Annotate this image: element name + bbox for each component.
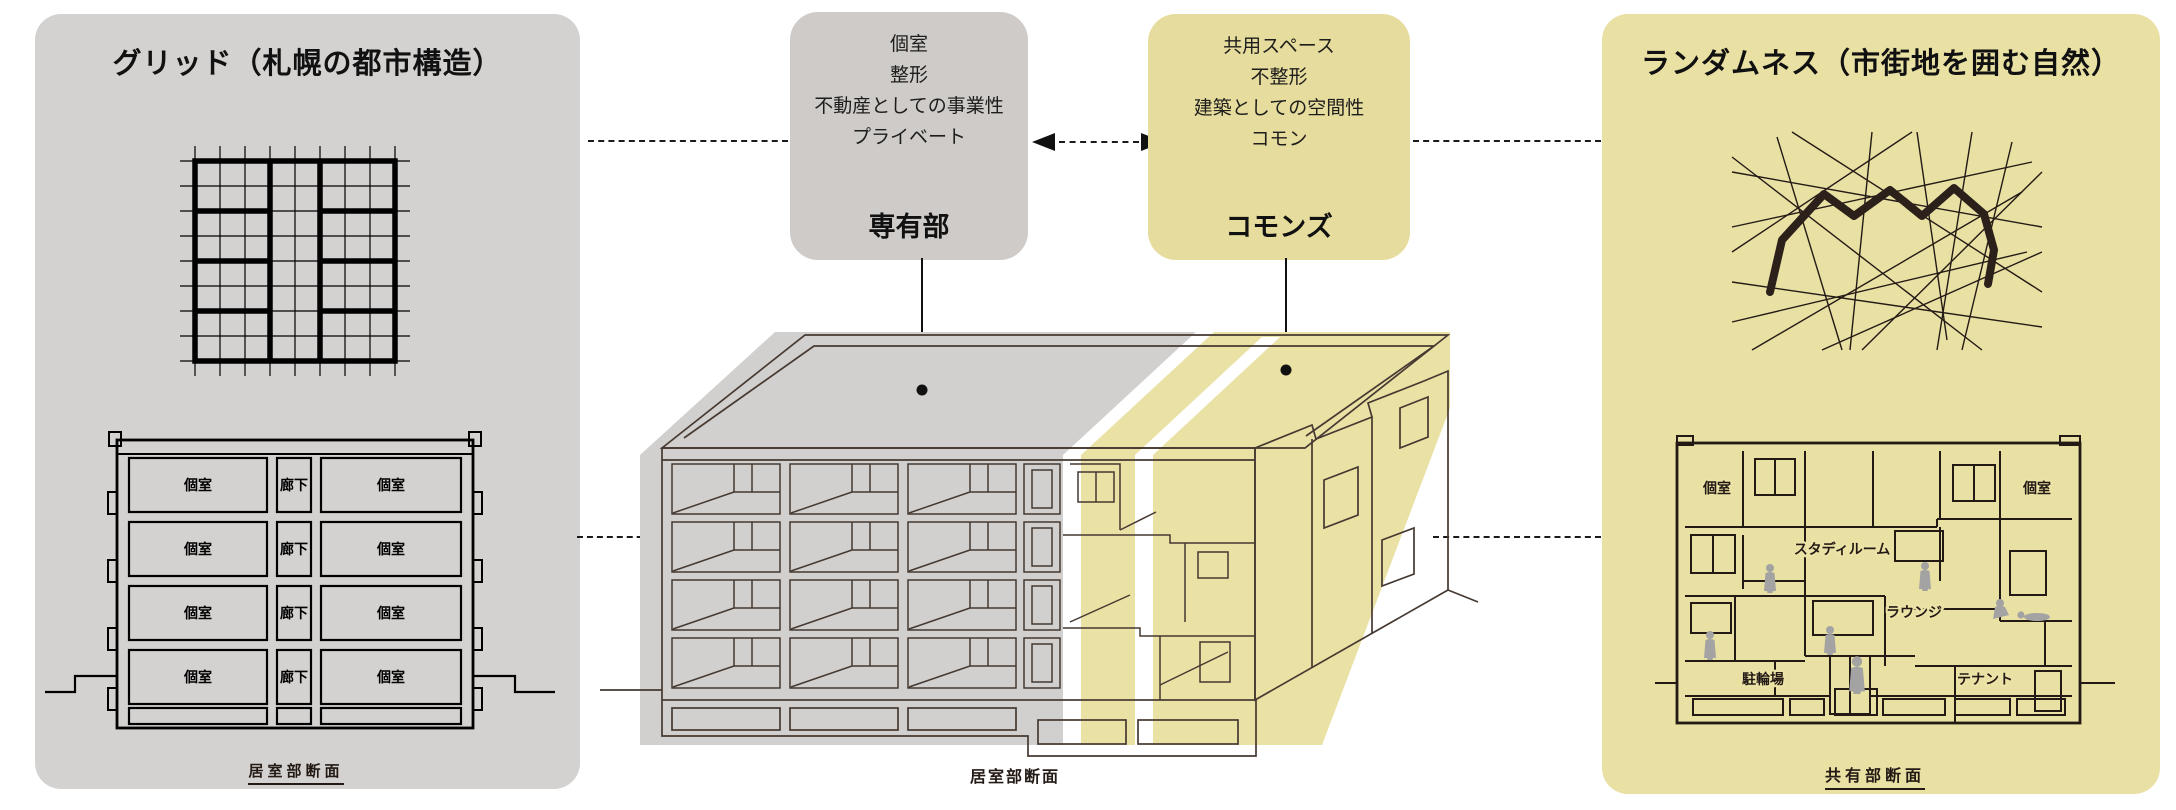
commons-section-drawing: 個室 個室 スタディルーム ラウンジ 駐輪場 テナント [1655, 435, 2115, 725]
feature-line: 共用スペース [1223, 36, 1335, 57]
room-labels: 個室 個室 スタディルーム ラウンジ 駐輪場 テナント [1700, 478, 2053, 689]
connector-arrow-dashes [1059, 141, 1139, 143]
svg-text:個室: 個室 [2022, 480, 2051, 496]
grid-thick-blocks [192, 158, 398, 364]
private-leader-line [921, 258, 923, 390]
section-outline [1675, 441, 2082, 725]
svg-text:テナント: テナント [1957, 671, 2013, 687]
residential-section-caption: 居室部断面 [166, 760, 426, 785]
random-thick-zigzag [1766, 184, 1998, 296]
center-section-caption: 居室部断面 [969, 769, 1060, 786]
svg-text:廊下: 廊下 [280, 605, 308, 621]
svg-text:駐輪場: 駐輪場 [1742, 671, 1784, 687]
people-silhouettes [1704, 562, 2050, 694]
zone-gap-stripe [1135, 337, 1280, 745]
ground-line-right [473, 674, 555, 694]
building-outline [659, 334, 1451, 702]
commons-leader-dot [1280, 364, 1292, 376]
commons-leader-line [1285, 258, 1287, 370]
private-zone-overlay [640, 332, 1196, 745]
feature-line: プライベート [851, 127, 966, 148]
svg-text:個室: 個室 [376, 669, 405, 685]
pilasters [107, 491, 483, 711]
svg-text:個室: 個室 [183, 541, 212, 557]
interior-walls [1685, 451, 2072, 723]
random-lines-drawing [1731, 131, 2043, 351]
svg-text:個室: 個室 [376, 541, 405, 557]
building-foundation [600, 589, 1479, 757]
residential-section-drawing: 個室 廊下 個室 個室 廊下 個室 個室 廊下 個室 個室 廊下 個室 [45, 431, 555, 730]
city-grid-drawing [180, 146, 410, 376]
arrow-left-head [1032, 133, 1055, 151]
floor-labels: 個室 廊下 個室 個室 廊下 個室 個室 廊下 個室 個室 廊下 個室 [183, 477, 405, 685]
lying-person [2017, 611, 2050, 621]
feature-line: 建築としての空間性 [1193, 98, 1365, 119]
feature-line: コモン [1250, 129, 1308, 150]
ground-line-left [45, 674, 117, 694]
svg-text:廊下: 廊下 [280, 669, 308, 685]
svg-text:スタディルーム: スタディルーム [1794, 541, 1891, 557]
connector-right-mid [1433, 536, 1601, 538]
randomness-panel-title: ランダムネス（市街地を囲む自然） [1640, 48, 2121, 80]
svg-text:ラウンジ: ラウンジ [1886, 604, 1942, 620]
svg-text:廊下: 廊下 [280, 477, 308, 493]
svg-text:個室: 個室 [183, 605, 212, 621]
svg-text:個室: 個室 [376, 605, 405, 621]
svg-text:個室: 個室 [376, 477, 405, 493]
grid-panel-title: グリッド（札幌の都市構造） [112, 48, 503, 80]
section-outline [115, 438, 475, 730]
feature-line: 不整形 [1250, 67, 1308, 88]
floor-rooms [127, 456, 463, 706]
private-area-features: 個室 整形 不動産としての事業性 プライベート [790, 12, 1028, 153]
commons-interior [1063, 463, 1255, 700]
grid-panel: グリッド（札幌の都市構造） [35, 14, 580, 789]
svg-text:個室: 個室 [1702, 480, 1731, 496]
foundation-row [1692, 688, 2066, 716]
feature-line: 不動産としての事業性 [814, 96, 1004, 117]
commons-features: 共用スペース 不整形 建築としての空間性 コモン [1148, 14, 1410, 155]
svg-text:個室: 個室 [183, 477, 212, 493]
commons-section-caption: 共有部断面 [1750, 762, 2000, 790]
connector-left-top [588, 140, 788, 142]
sitting-person [1993, 599, 2009, 619]
feature-line: 整形 [889, 65, 928, 86]
commons-title: コモンズ [1225, 212, 1333, 242]
randomness-panel: ランダムネス（市街地を囲む自然） [1602, 14, 2160, 794]
connector-right-top [1413, 140, 1601, 142]
svg-text:廊下: 廊下 [280, 541, 308, 557]
svg-text:個室: 個室 [183, 669, 212, 685]
private-area-title: 専有部 [868, 212, 950, 242]
axonometric-building [600, 332, 1479, 757]
private-area-box: 個室 整形 不動産としての事業性 プライベート 専有部 [790, 12, 1028, 260]
foundation-row [127, 706, 463, 726]
private-leader-dot [916, 384, 928, 396]
commons-box: 共用スペース 不整形 建築としての空間性 コモン コモンズ [1148, 14, 1410, 260]
feature-line: 個室 [889, 34, 928, 55]
